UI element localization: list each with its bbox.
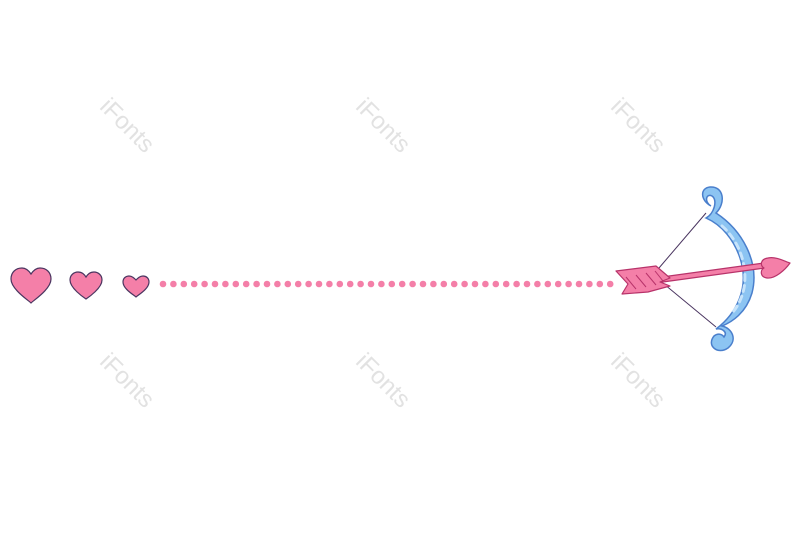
- trail-dot: [180, 280, 188, 288]
- trail-dot: [513, 280, 520, 288]
- bow-string: [652, 212, 717, 328]
- trail-dot: [440, 280, 448, 288]
- trail-dot: [367, 280, 375, 288]
- trail-dot: [263, 280, 271, 288]
- trail-dot: [482, 280, 489, 288]
- trail-dot: [565, 280, 572, 288]
- trail-dot: [586, 280, 593, 288]
- trail-dot: [450, 280, 458, 288]
- arrow-icon: [615, 257, 791, 295]
- trail-dot: [544, 280, 552, 288]
- bow-limb: [701, 186, 755, 352]
- trail-dot: [419, 280, 427, 288]
- trail-dot: [232, 280, 240, 288]
- trail-dot: [346, 280, 354, 288]
- trail-dot: [222, 280, 229, 288]
- trail-dot: [596, 280, 604, 288]
- heart-medium-icon: [69, 271, 103, 300]
- bow-highlight: [720, 224, 747, 314]
- trail-dot: [326, 280, 333, 288]
- trail-dot: [242, 280, 250, 288]
- trail-dot: [211, 280, 219, 288]
- heart-small-icon: [122, 275, 150, 298]
- trail-dot: [159, 280, 167, 288]
- trail-dot: [534, 280, 541, 288]
- trail-dot: [409, 280, 416, 288]
- trail-dot: [554, 280, 562, 288]
- trail-dot: [315, 280, 323, 288]
- arrow-heart-tip-icon: [760, 257, 791, 279]
- trail-dot: [336, 280, 344, 288]
- trail-dot: [201, 280, 208, 288]
- dotted-trail: [159, 280, 614, 288]
- trail-dot: [430, 280, 437, 288]
- arrow-fletching-lines: [625, 270, 664, 290]
- heart-large-icon: [10, 267, 52, 304]
- trail-dot: [274, 280, 281, 288]
- trail-dot: [502, 280, 510, 288]
- trail-dot: [606, 280, 614, 288]
- trail-dot: [461, 280, 468, 288]
- trail-dot: [378, 280, 385, 288]
- trail-dot: [575, 280, 583, 288]
- hearts-group: [10, 267, 150, 304]
- trail-dot: [170, 280, 177, 288]
- trail-dot: [284, 280, 292, 288]
- trail-dot: [523, 280, 531, 288]
- trail-dot: [253, 280, 260, 288]
- trail-dot: [388, 280, 396, 288]
- trail-dot: [294, 280, 302, 288]
- trail-dot: [492, 280, 500, 288]
- trail-dot: [471, 280, 479, 288]
- trail-dot: [190, 280, 198, 288]
- trail-dot: [305, 280, 312, 288]
- trail-dot: [357, 280, 364, 288]
- trail-dot: [398, 280, 406, 288]
